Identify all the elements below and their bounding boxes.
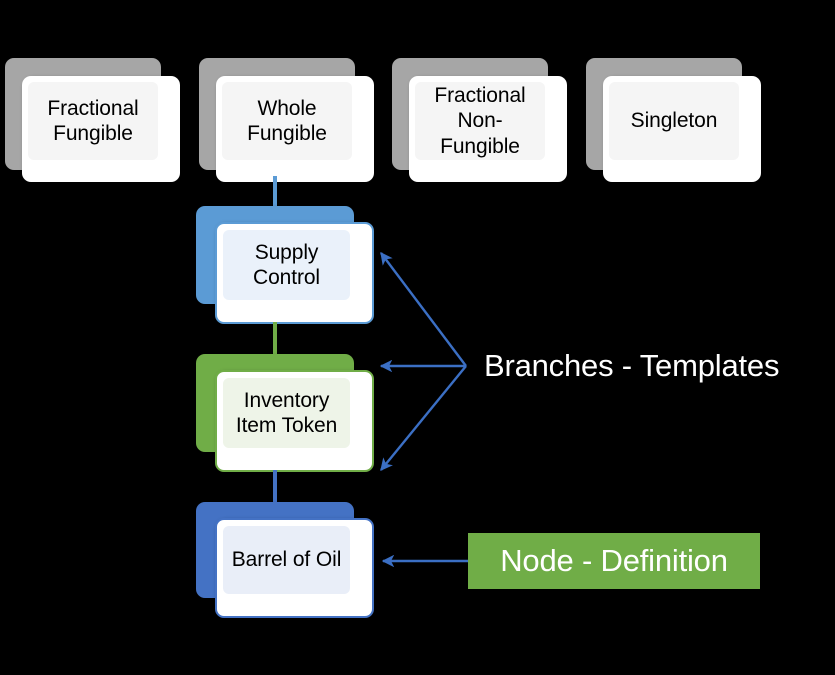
arrow-to-inventory-item-token-lower — [380, 365, 467, 471]
node-fractional-fungible[interactable]: Fractional Fungible — [5, 58, 180, 182]
node-label: Whole Fungible — [247, 96, 327, 145]
node-inventory-item-token[interactable]: Inventory Item Token — [196, 354, 376, 474]
node-fractional-non-fungible[interactable]: Fractional Non-Fungible — [392, 58, 567, 182]
card-front-layer: Inventory Item Token — [215, 370, 374, 472]
node-label: Supply Control — [253, 240, 320, 289]
node-label: Fractional Non-Fungible — [434, 84, 526, 158]
card-inner-fill: Inventory Item Token — [223, 378, 350, 448]
node-supply-control[interactable]: Supply Control — [196, 206, 376, 326]
node-label: Barrel of Oil — [231, 548, 342, 572]
connector-supply-control-to-inventory-item-token — [273, 322, 277, 358]
card-front-layer: Fractional Fungible — [22, 76, 180, 182]
arrow-to-supply-control — [380, 252, 467, 367]
card-front-layer: Barrel of Oil — [215, 518, 374, 618]
node-whole-fungible[interactable]: Whole Fungible — [199, 58, 374, 182]
connector-whole-fungible-to-supply-control — [273, 176, 277, 210]
node-singleton[interactable]: Singleton — [586, 58, 761, 182]
node-label: Fractional Fungible — [47, 96, 139, 145]
legend-node-definition: Node - Definition — [468, 533, 760, 589]
node-label: Inventory Item Token — [235, 388, 338, 437]
card-inner-fill: Fractional Non-Fungible — [415, 82, 545, 160]
card-inner-fill: Barrel of Oil — [223, 526, 350, 594]
connector-inventory-item-token-to-barrel-of-oil — [273, 470, 277, 506]
card-front-layer: Fractional Non-Fungible — [409, 76, 567, 182]
card-inner-fill: Supply Control — [223, 230, 350, 300]
card-front-layer: Whole Fungible — [216, 76, 374, 182]
node-label: Singleton — [630, 109, 718, 133]
legend-branches-templates: Branches - Templates — [484, 348, 780, 383]
card-inner-fill: Whole Fungible — [222, 82, 352, 160]
node-barrel-of-oil[interactable]: Barrel of Oil — [196, 502, 376, 620]
card-front-layer: Supply Control — [215, 222, 374, 324]
card-front-layer: Singleton — [603, 76, 761, 182]
legend-node-definition-label: Node - Definition — [500, 543, 728, 578]
card-inner-fill: Fractional Fungible — [28, 82, 158, 160]
card-inner-fill: Singleton — [609, 82, 739, 160]
